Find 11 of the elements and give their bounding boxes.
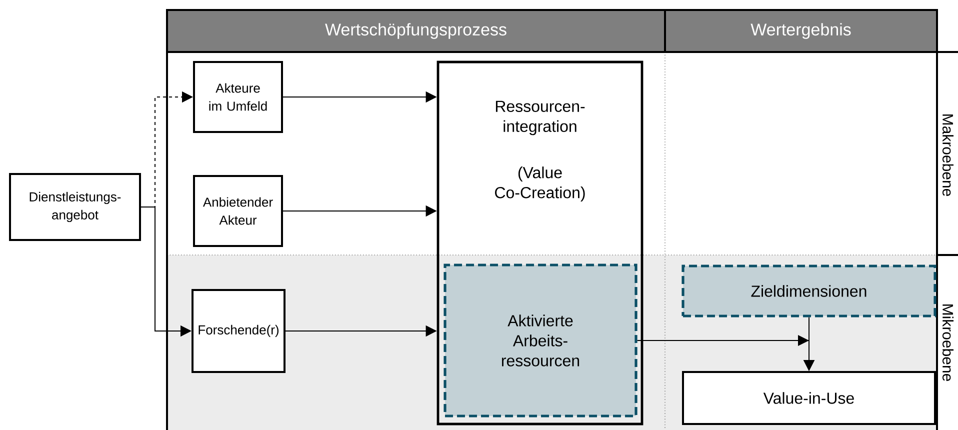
process-box: Forschende(r) [192, 289, 286, 373]
level-label: Makroebene [942, 114, 954, 196]
process-box: Anbietender Akteur [193, 175, 283, 247]
process-box: Akteure im Umfeld [193, 61, 283, 133]
process-box: Value-in-Use [682, 371, 936, 425]
process-box: Dienstleistungs-angebot [9, 173, 142, 241]
level-label: Mikroebene [942, 304, 954, 381]
highlight-box: Aktivierte Arbeits-ressourcen [444, 264, 638, 418]
highlight-box: Zieldimensionen [682, 264, 936, 318]
column-header: Wertergebnis [664, 9, 938, 53]
column-header: Wertschöpfungsprozess [166, 9, 666, 53]
